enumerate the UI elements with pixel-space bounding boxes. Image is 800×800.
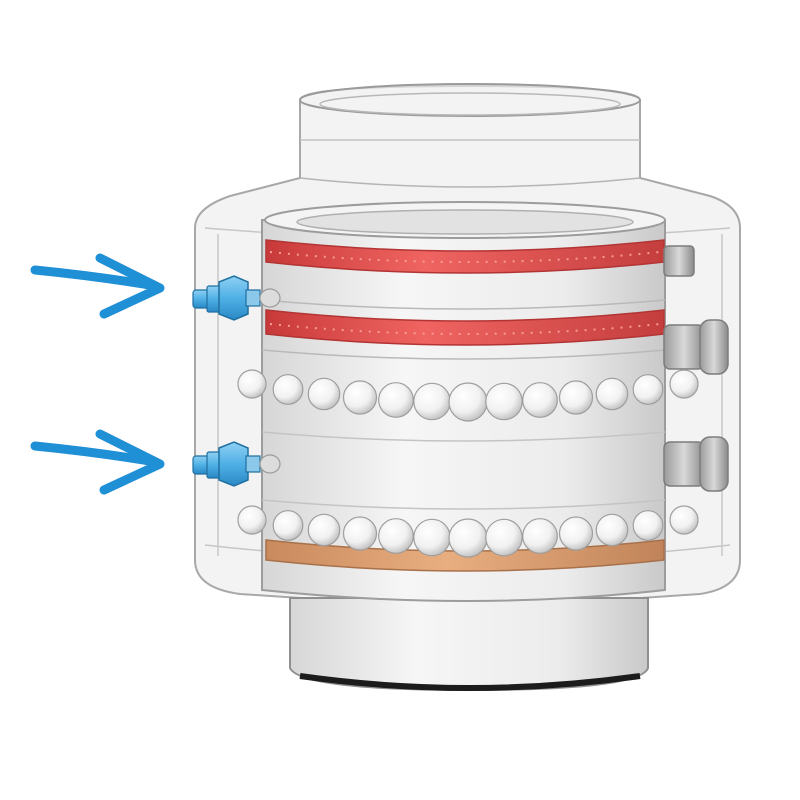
bearing-ball xyxy=(413,382,451,421)
right-bolts xyxy=(663,245,729,492)
bearing-ball xyxy=(272,510,304,541)
bearing-ball xyxy=(307,513,341,547)
bearing-ball xyxy=(522,518,558,554)
bearing-ball xyxy=(669,505,699,535)
bearing-ball xyxy=(448,518,488,558)
bearing-ball xyxy=(378,518,414,554)
lower-grease-fitting xyxy=(192,441,281,487)
bearing-ball xyxy=(632,510,664,541)
bearing-ball xyxy=(413,518,451,557)
bearing-ball xyxy=(522,382,558,418)
upper-inlet-arrow xyxy=(30,253,165,319)
bearing-ball xyxy=(378,382,414,418)
lower-ball-row xyxy=(237,505,699,558)
bearing-ball xyxy=(558,516,594,551)
bearing-ball xyxy=(342,516,378,551)
bearing-ball xyxy=(237,369,267,399)
bearing-ball xyxy=(448,382,488,422)
bearing-ball xyxy=(595,377,629,411)
bearing-ball xyxy=(237,505,267,535)
bearing-ball xyxy=(669,369,699,399)
bearing-ball xyxy=(307,377,341,411)
bearing-ball xyxy=(272,374,304,405)
lower-inlet-arrow xyxy=(30,429,165,495)
upper-ball-row xyxy=(237,369,699,422)
bearing-ball xyxy=(558,380,594,415)
bearing-ball xyxy=(595,513,629,547)
upper-grease-fitting xyxy=(192,275,281,321)
bottom-shaft xyxy=(289,597,649,692)
bearing-ball xyxy=(632,374,664,405)
bearing-ball xyxy=(342,380,378,415)
bearing-ball xyxy=(485,518,523,557)
bearing-ball xyxy=(485,382,523,421)
